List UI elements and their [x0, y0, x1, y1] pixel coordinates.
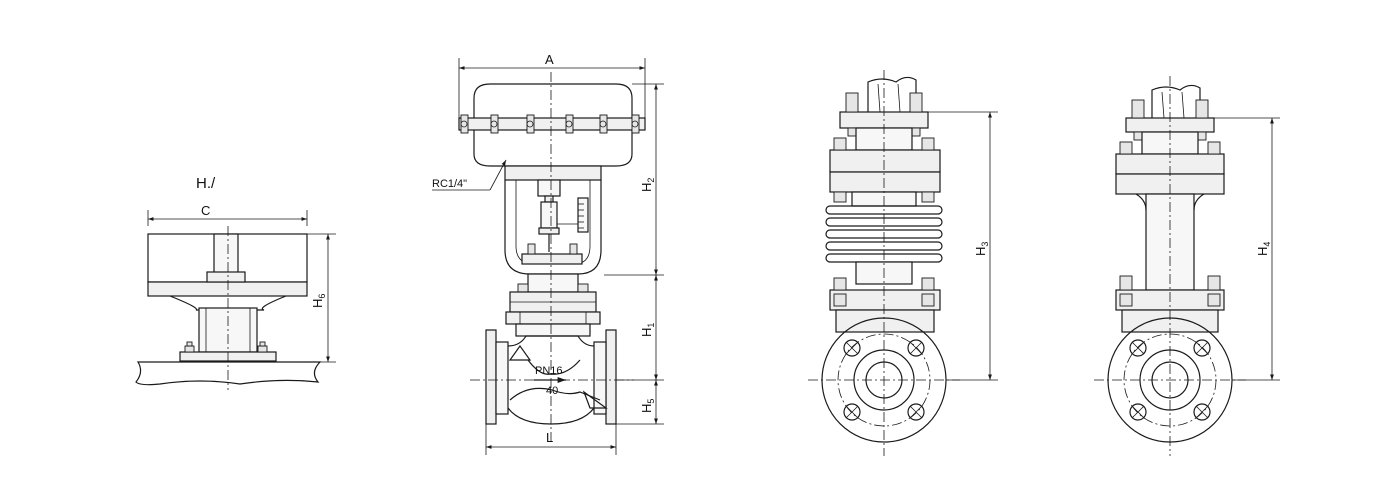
front-view: A RC1/4"	[432, 52, 664, 455]
handwheel-nut	[206, 271, 246, 283]
actuator-flange-bolts	[460, 114, 640, 134]
handwheel-bolt-right	[257, 341, 268, 353]
handwheel-view-title: H./	[196, 175, 216, 192]
valve-body	[470, 329, 634, 425]
air-port-label: RC1/4"	[432, 178, 467, 190]
dimension-c-label: C	[201, 203, 210, 218]
travel-indicator-scale	[577, 197, 589, 233]
handwheel-hub	[213, 233, 239, 275]
lower-flange-bolts	[833, 277, 935, 307]
bonnet-neck	[527, 273, 579, 293]
yoke-top-plate	[504, 165, 602, 181]
yoke-bottom-plate	[521, 253, 583, 265]
pressure-label: PN16	[535, 365, 563, 377]
upper-flange-bolts	[833, 137, 935, 203]
top-mount-bolts-2	[1131, 99, 1209, 141]
extension-side-view: H4	[1094, 76, 1280, 456]
yoke-bottom-bolts	[527, 243, 578, 255]
outlet-flange	[605, 329, 617, 425]
inlet-flange	[485, 329, 497, 425]
dimension-h5-label: H5	[639, 399, 656, 413]
dimension-h6: H6	[300, 233, 336, 363]
size-label: 40	[546, 385, 558, 397]
dimension-a: A	[458, 52, 646, 118]
dimension-l: L	[485, 424, 617, 455]
dimension-l-label: L	[546, 430, 553, 445]
dimension-h1-label: H1	[639, 323, 656, 337]
actuator-stem-coupling	[537, 179, 561, 197]
dimension-h3: H3	[926, 111, 998, 381]
dimension-h4-label: H4	[1255, 242, 1272, 256]
dimension-h6-label: H6	[310, 294, 327, 308]
dimension-h5: H5	[616, 380, 664, 425]
actuator-break-stub	[867, 76, 917, 112]
dimension-h2-label: H2	[639, 178, 656, 192]
dimension-h4: H4	[1212, 117, 1280, 381]
upper-bellows-flange	[829, 149, 941, 173]
handwheel-view: H./ C	[135, 175, 336, 390]
handwheel-rim	[147, 281, 308, 297]
handwheel-bolt-left	[184, 341, 195, 353]
dimension-h2: H2	[604, 83, 664, 276]
air-port-callout: RC1/4"	[432, 159, 507, 191]
dimension-c: C	[147, 203, 308, 226]
actuator-break-stub-2	[1151, 84, 1201, 118]
lower-extension-bolts	[1119, 275, 1221, 307]
mounting-surface	[135, 361, 322, 386]
actuator-lower-cover	[473, 130, 633, 167]
bellows-side-view: H3	[808, 70, 998, 456]
dimension-a-label: A	[545, 52, 554, 67]
actuator-upper-cover	[473, 83, 633, 118]
dimension-h3-label: H3	[973, 242, 990, 256]
actuator-flange	[458, 117, 646, 131]
dimension-h1: H1	[616, 275, 664, 381]
stem-connector	[540, 201, 558, 229]
upper-extension-bolts	[1119, 141, 1221, 155]
